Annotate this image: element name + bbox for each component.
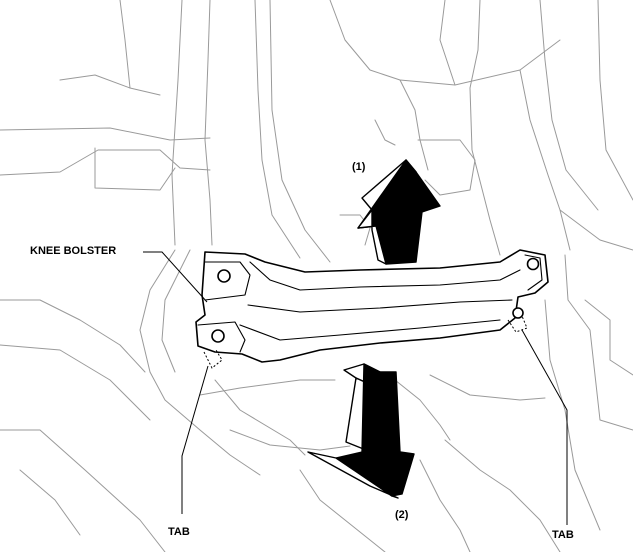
knee-bolster-lower-rib [239, 319, 501, 341]
knee-bolster-right-flange [524, 254, 543, 291]
arrow-down-icon [307, 363, 415, 499]
knee-bolster-upper-rib [249, 261, 521, 291]
arrow-up-icon [357, 159, 441, 265]
leader-tab-right [521, 329, 568, 525]
bolt-hole-lower-left [211, 329, 225, 343]
tab-clip-left [203, 349, 223, 369]
bolt-hole-lower-right [512, 307, 524, 319]
bolt-hole-upper-left [217, 269, 231, 283]
tab-clip-right [507, 315, 528, 333]
bolt-hole-upper-right [526, 257, 540, 271]
knee-bolster-left-upper-flange [204, 261, 251, 301]
leader-lines [143, 251, 568, 525]
knee-bolster-label: KNEE BOLSTER [30, 245, 117, 257]
tab-right-label: TAB [552, 529, 574, 541]
knee-bolster-mid-rib [247, 299, 513, 313]
knee-bolster-body [195, 249, 549, 363]
knee-bolster-part [195, 249, 549, 369]
leader-knee-bolster [143, 251, 208, 303]
step-2-label: (2) [395, 509, 409, 521]
step-1-label: (1) [352, 161, 366, 173]
leader-tab-left [181, 365, 209, 514]
tab-left-label: TAB [168, 526, 190, 538]
knee-bolster-left-lower-flange [197, 321, 246, 353]
